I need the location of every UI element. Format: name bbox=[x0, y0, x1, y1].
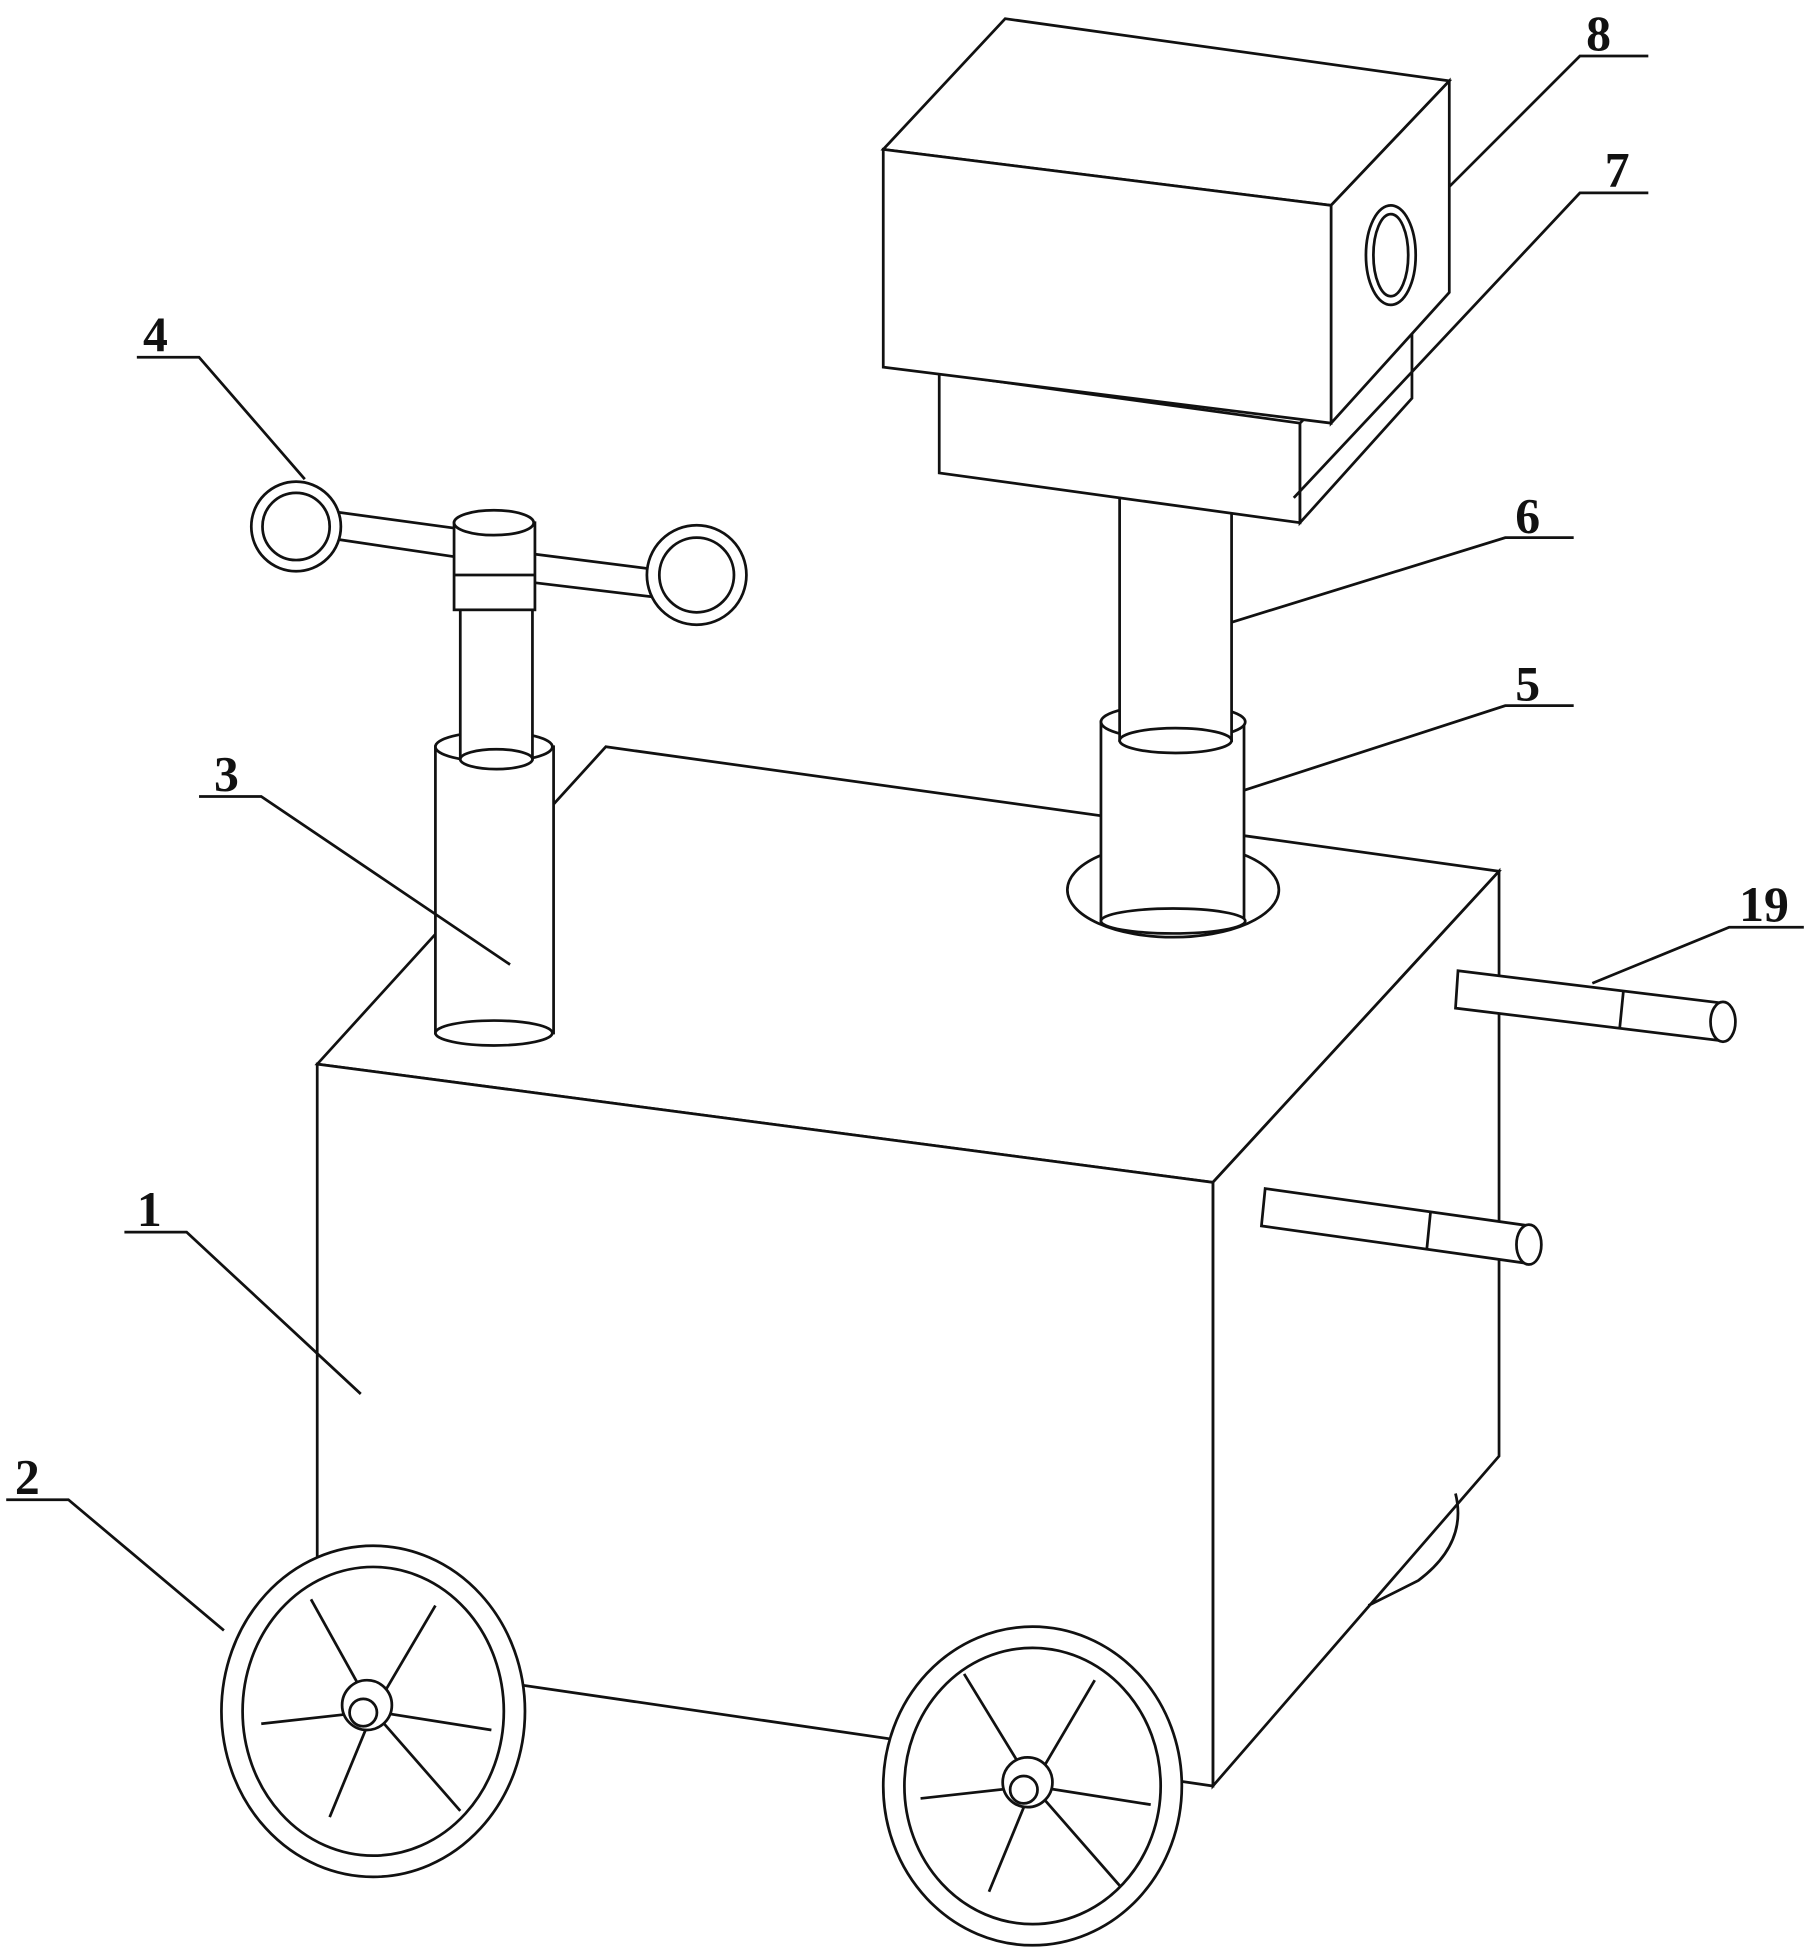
label-5: 5 bbox=[1515, 657, 1540, 712]
label-8: 8 bbox=[1586, 6, 1611, 61]
label-3: 3 bbox=[214, 746, 239, 801]
camera-assembly bbox=[883, 19, 1449, 523]
label-6: 6 bbox=[1515, 489, 1540, 544]
label-4: 4 bbox=[143, 307, 168, 362]
wheel-right bbox=[883, 1627, 1182, 1946]
label-1: 1 bbox=[137, 1182, 162, 1237]
label-7: 7 bbox=[1605, 143, 1630, 198]
lift-column bbox=[1067, 492, 1278, 938]
label-19: 19 bbox=[1739, 877, 1789, 932]
label-2: 2 bbox=[15, 1449, 40, 1504]
wheel-left bbox=[221, 1546, 525, 1877]
